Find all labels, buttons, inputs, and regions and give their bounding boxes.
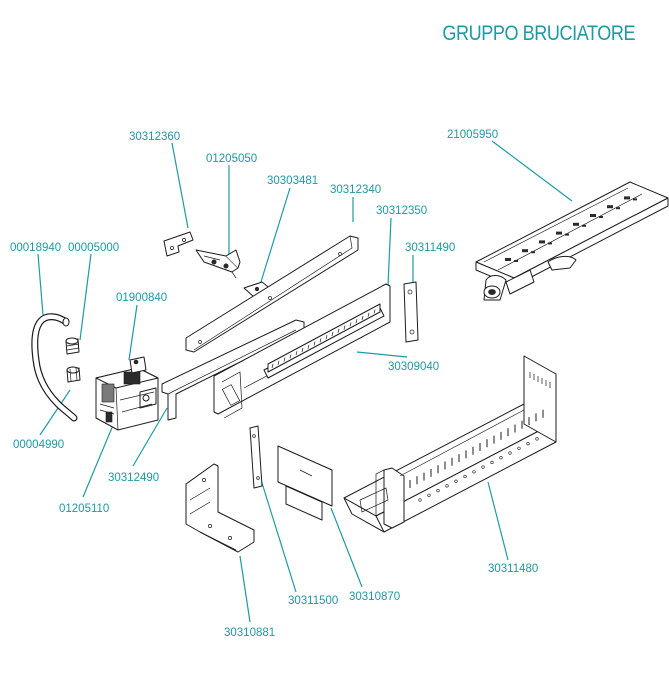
long-rail-part	[185, 235, 359, 353]
part-label: 30312360	[129, 131, 180, 143]
part-label: 30310870	[349, 591, 400, 603]
bracket-part	[163, 231, 194, 257]
fitting-part	[65, 337, 80, 355]
part-label: 21005950	[447, 129, 498, 141]
nut-part	[66, 366, 81, 383]
part-label: 30310881	[224, 627, 275, 639]
burner-housing-part	[343, 355, 557, 533]
gas-valve-part	[95, 356, 159, 431]
part-label: 30312340	[330, 184, 381, 196]
burner-manifold-part	[475, 181, 669, 301]
part-label: 01900840	[116, 292, 167, 304]
deflector-part	[277, 445, 333, 521]
mounting-bracket-part	[185, 463, 255, 553]
part-label: 00004990	[13, 439, 64, 451]
part-label: 30312490	[108, 472, 159, 484]
part-label: 01205110	[59, 503, 109, 515]
part-label: 30303481	[267, 175, 318, 187]
part-label: 30311490	[405, 242, 455, 254]
small-plate-part	[403, 281, 419, 343]
part-label: 30309040	[388, 361, 439, 373]
electrode-part	[195, 249, 241, 279]
part-label: 30311480	[488, 563, 538, 575]
burner-tubes-part	[263, 303, 385, 379]
part-label: 00005000	[68, 242, 119, 254]
part-label: 30311500	[288, 595, 338, 607]
part-labels: 30312360 01205050 30303481 30312340 3031…	[10, 129, 538, 639]
part-label: 00018940	[10, 242, 61, 254]
leader-lines	[37, 140, 573, 623]
side-rail-part	[161, 319, 305, 421]
page-title: GRUPPO BRUCIATORE	[442, 22, 635, 45]
part-label: 30312350	[376, 205, 427, 217]
part-label: 01205050	[206, 153, 257, 165]
gas-hose-part	[31, 313, 78, 422]
strip-part	[249, 425, 263, 489]
